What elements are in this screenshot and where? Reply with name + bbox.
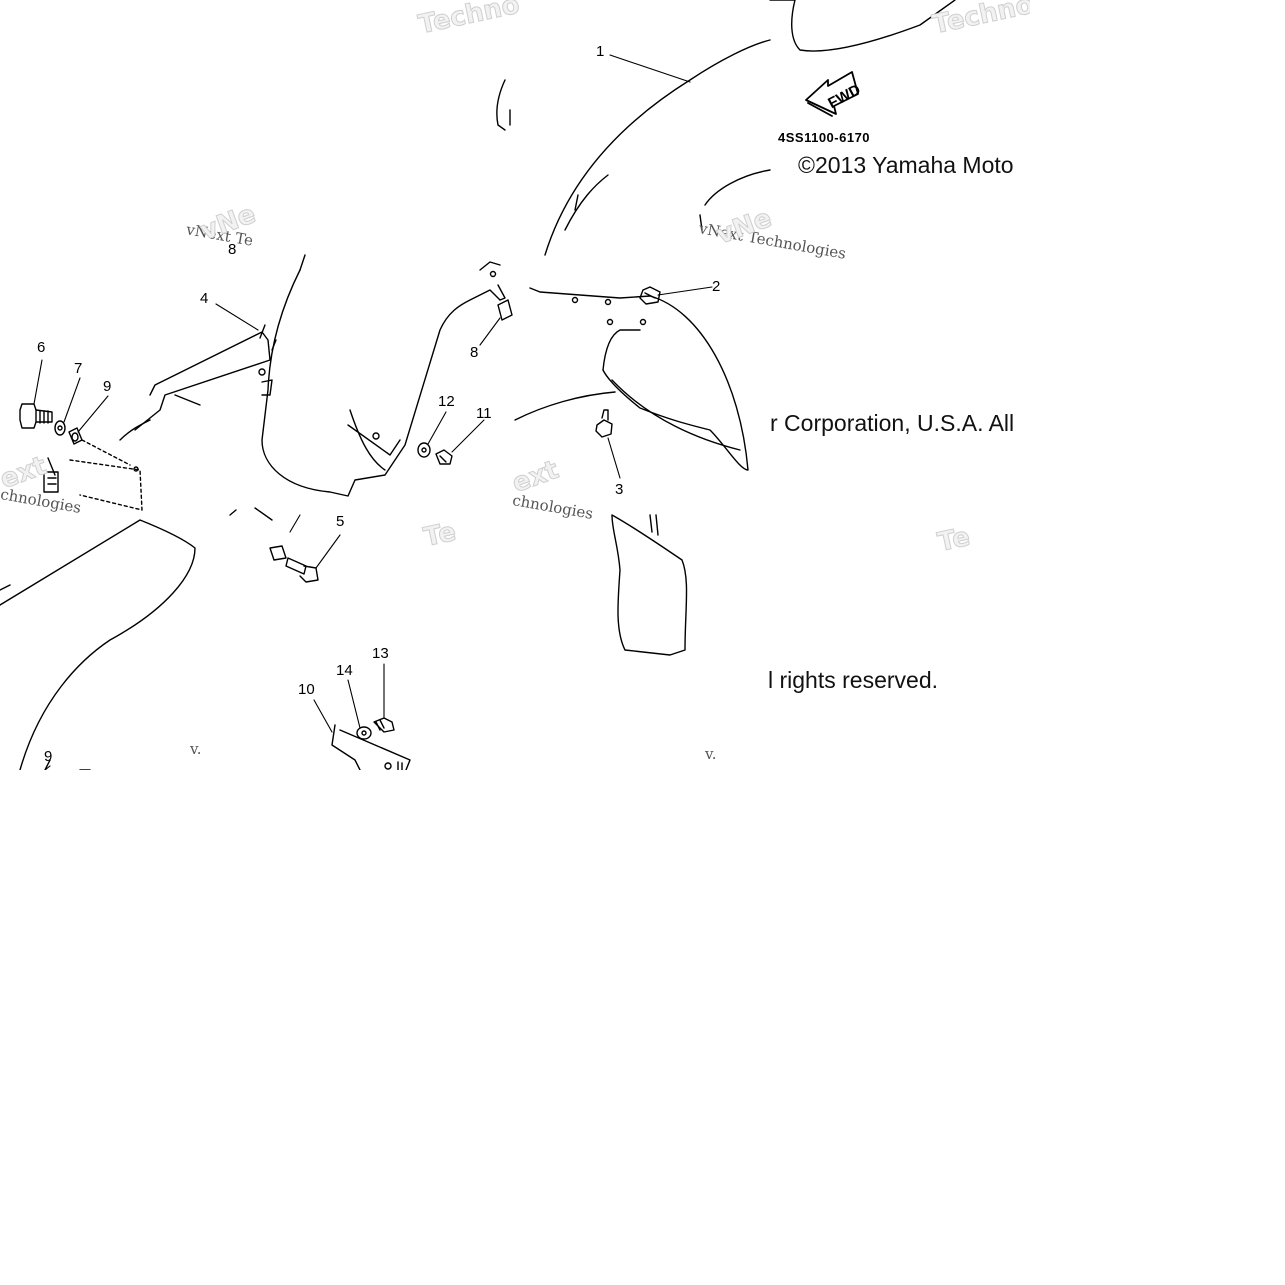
callout-1: 1 (596, 43, 604, 60)
callout-3: 3 (615, 481, 623, 498)
callout-8-lower: 8 (470, 344, 478, 361)
front-cowl-left (0, 519, 196, 770)
callout-2: 2 (712, 278, 720, 295)
screw-11 (435, 449, 453, 465)
fork-guard (611, 514, 688, 656)
fender-upper-right (769, 0, 956, 52)
bolt-6 (19, 403, 53, 429)
washer-7 (54, 420, 66, 436)
front-fender-inner-panel (258, 254, 501, 497)
callout-6: 6 (37, 339, 45, 356)
clip-nut-left (43, 457, 143, 511)
part-number: 4SS1100-6170 (778, 130, 871, 145)
callout-7: 7 (74, 360, 82, 377)
callout-9-upper: 9 (103, 378, 111, 395)
copyright-line-1: ©2013 Yamaha Moto (798, 152, 1014, 178)
callout-11: 11 (476, 405, 492, 422)
callout-9-lower: 9 (44, 748, 52, 765)
callout-5: 5 (336, 513, 344, 530)
copyright-line-3: l rights reserved. (768, 667, 939, 693)
stay-bracket (119, 324, 271, 441)
collar-9 (68, 427, 83, 445)
callout-10: 10 (298, 681, 315, 698)
exploded-view-drawing: FWD 1 2 3 4 5 6 (0, 0, 956, 770)
callout-8-upper: 8 (228, 241, 236, 258)
washer-14 (356, 726, 372, 740)
callout-13: 13 (372, 645, 389, 662)
leader-lines (33, 54, 713, 770)
collar-bolt-5 (229, 507, 319, 583)
callout-labels: 1 2 3 4 5 6 7 8 8 9 9 10 11 12 13 14 (37, 43, 720, 765)
callout-12: 12 (438, 393, 455, 410)
front-fender-main (529, 39, 771, 471)
washer-12 (417, 442, 431, 458)
fwd-arrow-icon: FWD (805, 71, 864, 117)
wheel-rim-arc (514, 391, 616, 421)
callout-4: 4 (200, 290, 208, 307)
bolt-3 (595, 409, 613, 438)
callout-14: 14 (336, 662, 353, 679)
copyright-line-2: r Corporation, U.S.A. All (770, 410, 1015, 436)
plate-10 (331, 724, 411, 770)
screw-13 (373, 717, 395, 733)
grommet-2 (639, 286, 661, 305)
parts-diagram: FWD 1 2 3 4 5 6 (0, 0, 1030, 770)
fender-edge-center (479, 79, 513, 321)
